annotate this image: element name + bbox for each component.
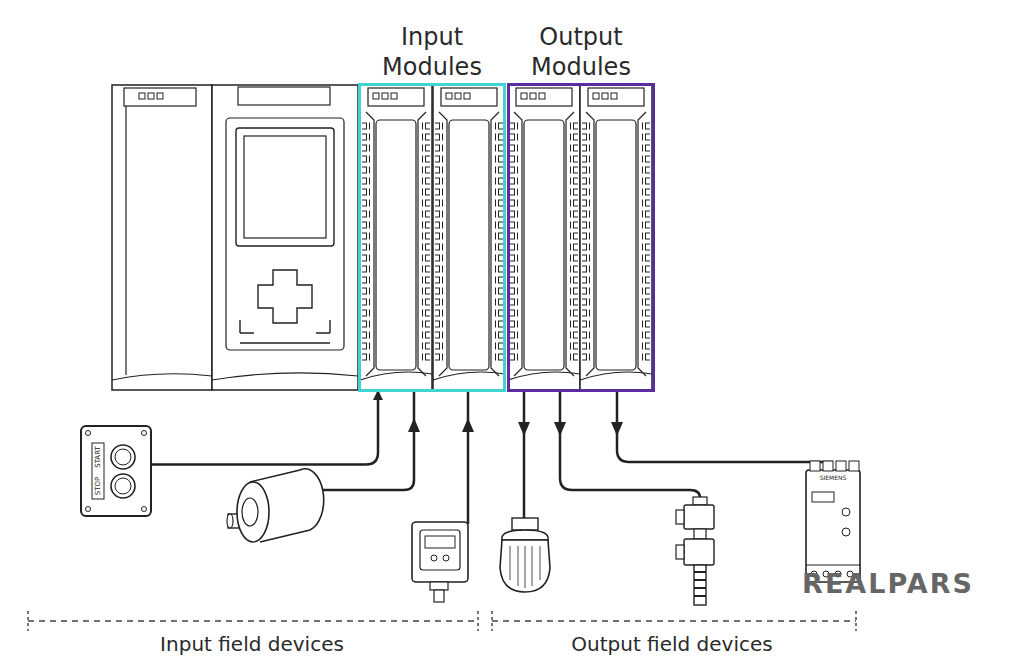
group-heading: Output Modules [500,22,662,82]
group-label: Input field devices [160,632,344,657]
button-symbols [82,427,150,515]
brand-mark: SIEMENS [820,474,847,482]
group-label: Output field devices [571,632,772,657]
module-group: Output Modules [507,83,655,392]
pushbutton-station: START STOP [80,425,152,517]
group-heading: Input Modules [351,22,513,82]
module-group: Input Modules [358,83,506,392]
button-label: START [94,446,102,468]
watermark: REALPARS [802,567,974,601]
button-label: STOP [94,477,102,495]
signal-wire [152,392,378,465]
